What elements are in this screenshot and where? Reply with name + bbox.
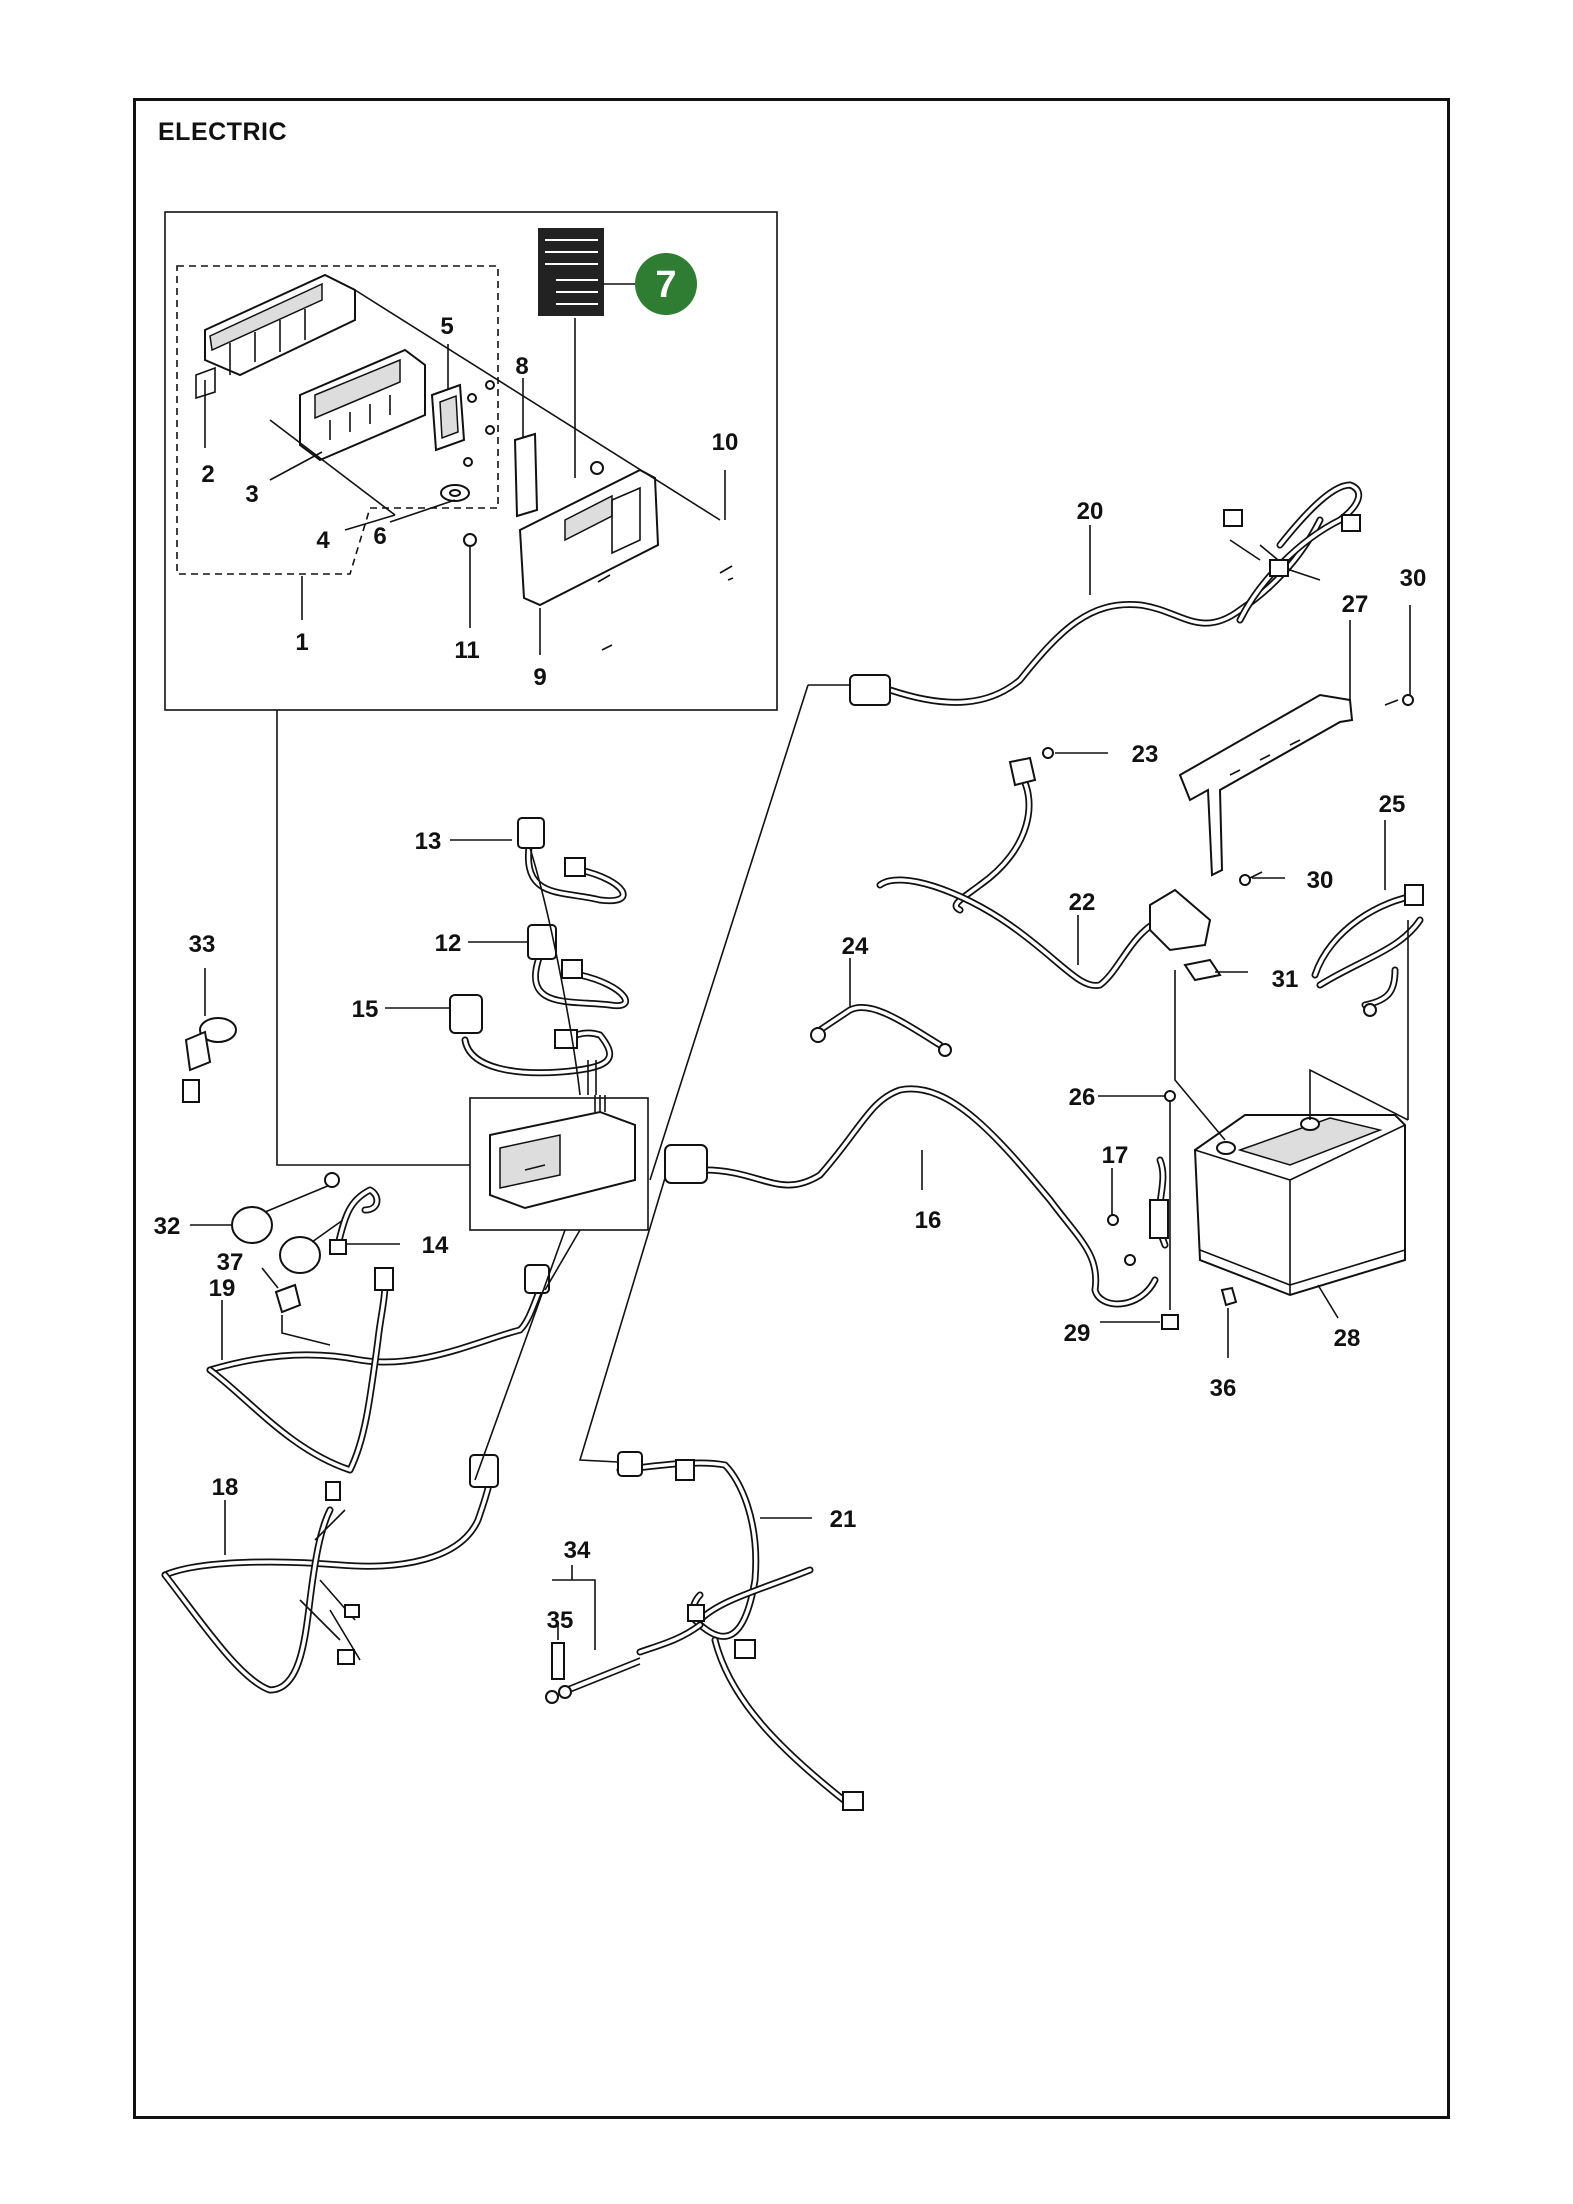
leader-10: [354, 289, 721, 521]
label-35: 35: [547, 1607, 574, 1634]
control-unit-group-box: [164, 211, 778, 711]
label-24: 24: [842, 933, 869, 960]
link-ecu-to-21: [578, 1177, 666, 1463]
spacer-35: [551, 1642, 565, 1680]
sensor-36: [1220, 1286, 1238, 1307]
page-title: ELECTRIC: [158, 118, 287, 146]
headlight-bulbs: [231, 1172, 351, 1274]
highlight-badge: [635, 253, 697, 315]
label-13: 13: [415, 828, 442, 855]
harness-15: [449, 994, 614, 1077]
label-16: 16: [915, 1207, 942, 1234]
leader-37: [261, 1267, 279, 1289]
label-17: 17: [1102, 1142, 1129, 1169]
clip-31: [1183, 958, 1222, 982]
fuse-block: [430, 383, 466, 452]
label-30-top: 30: [1400, 565, 1427, 592]
label-2: 2: [201, 461, 214, 488]
ground-cable-24: [810, 1003, 952, 1057]
decal-sheet: [538, 228, 604, 316]
long-bolt: [269, 419, 396, 516]
label-19: 19: [209, 1275, 236, 1302]
label-31: 31: [1272, 966, 1299, 993]
leader-34: [552, 1565, 596, 1650]
label-plate: [513, 432, 539, 518]
nut-23: [1042, 747, 1054, 759]
label-25: 25: [1379, 791, 1406, 818]
label-9: 9: [533, 664, 546, 691]
ecu-module: [518, 468, 660, 607]
label-34: 34: [564, 1537, 591, 1564]
bracket-27: [1178, 693, 1354, 877]
link-22-to-battery: [1174, 970, 1226, 1141]
label-4: 4: [316, 527, 330, 554]
label-20: 20: [1077, 498, 1104, 525]
label-30-mid: 30: [1307, 867, 1334, 894]
subassembly-1-boundary: [176, 265, 499, 575]
harness-bundle-lines: [529, 847, 581, 1096]
label-11: 11: [454, 637, 479, 664]
label-5: 5: [440, 313, 453, 340]
leader-3: [269, 451, 323, 481]
label-10: 10: [712, 429, 739, 456]
leader-6: [389, 499, 456, 523]
harness-12: [527, 924, 629, 1010]
clip-29: [1161, 1314, 1179, 1330]
bolts-30: [1239, 694, 1414, 886]
label-26: 26: [1069, 1084, 1096, 1111]
ecu-unit-mid: [489, 1095, 636, 1210]
harness-21: [616, 1451, 864, 1811]
diagram-frame: [133, 98, 1450, 2119]
harness-16: [664, 1085, 1159, 1308]
label-21: 21: [830, 1506, 857, 1533]
rod-34: [545, 1657, 641, 1704]
bulb-wire-14: [329, 1186, 381, 1255]
harness-19: [206, 1264, 550, 1474]
harness-22: [876, 756, 1212, 990]
battery-cable-25: [1311, 884, 1424, 1017]
ecu-screws: [590, 461, 734, 651]
label-14: 14: [422, 1232, 449, 1259]
relay-box-housing: [195, 273, 356, 400]
circuit-board: [299, 348, 426, 462]
link-ecu-to-18: [474, 1229, 566, 1481]
harness-13: [517, 817, 627, 905]
label-8: 8: [515, 353, 528, 380]
screw-11: [463, 533, 477, 547]
leader-4: [344, 514, 396, 531]
harness-18: [161, 1454, 499, 1694]
label-3: 3: [245, 481, 258, 508]
label-1: 1: [295, 629, 308, 656]
link-20-to-ecu: [649, 684, 850, 1181]
label-37: 37: [217, 1249, 244, 1276]
label-6: 6: [373, 523, 386, 550]
label-23: 23: [1132, 741, 1159, 768]
label-32: 32: [154, 1213, 181, 1240]
screws-small: [463, 380, 495, 467]
ecu-box: [469, 1097, 649, 1231]
label-18: 18: [212, 1474, 239, 1501]
fuse-holder-17: [1107, 1156, 1169, 1266]
label-22: 22: [1069, 889, 1096, 916]
battery: [1193, 1114, 1406, 1297]
label-12: 12: [435, 930, 462, 957]
label-15: 15: [352, 996, 379, 1023]
label-33: 33: [189, 931, 216, 958]
leader-28: [1317, 1284, 1339, 1319]
link-25-to-battery: [1309, 920, 1409, 1121]
label-36: 36: [1210, 1375, 1237, 1402]
label-27: 27: [1342, 591, 1369, 618]
label-29: 29: [1064, 1320, 1091, 1347]
harness-20: [849, 481, 1363, 706]
link-group-to-ecu: [276, 710, 470, 1166]
switch-37: [274, 1283, 302, 1314]
hour-meter: [182, 1017, 237, 1103]
highlight-badge-number: 7: [655, 264, 676, 306]
label-28: 28: [1334, 1325, 1361, 1352]
